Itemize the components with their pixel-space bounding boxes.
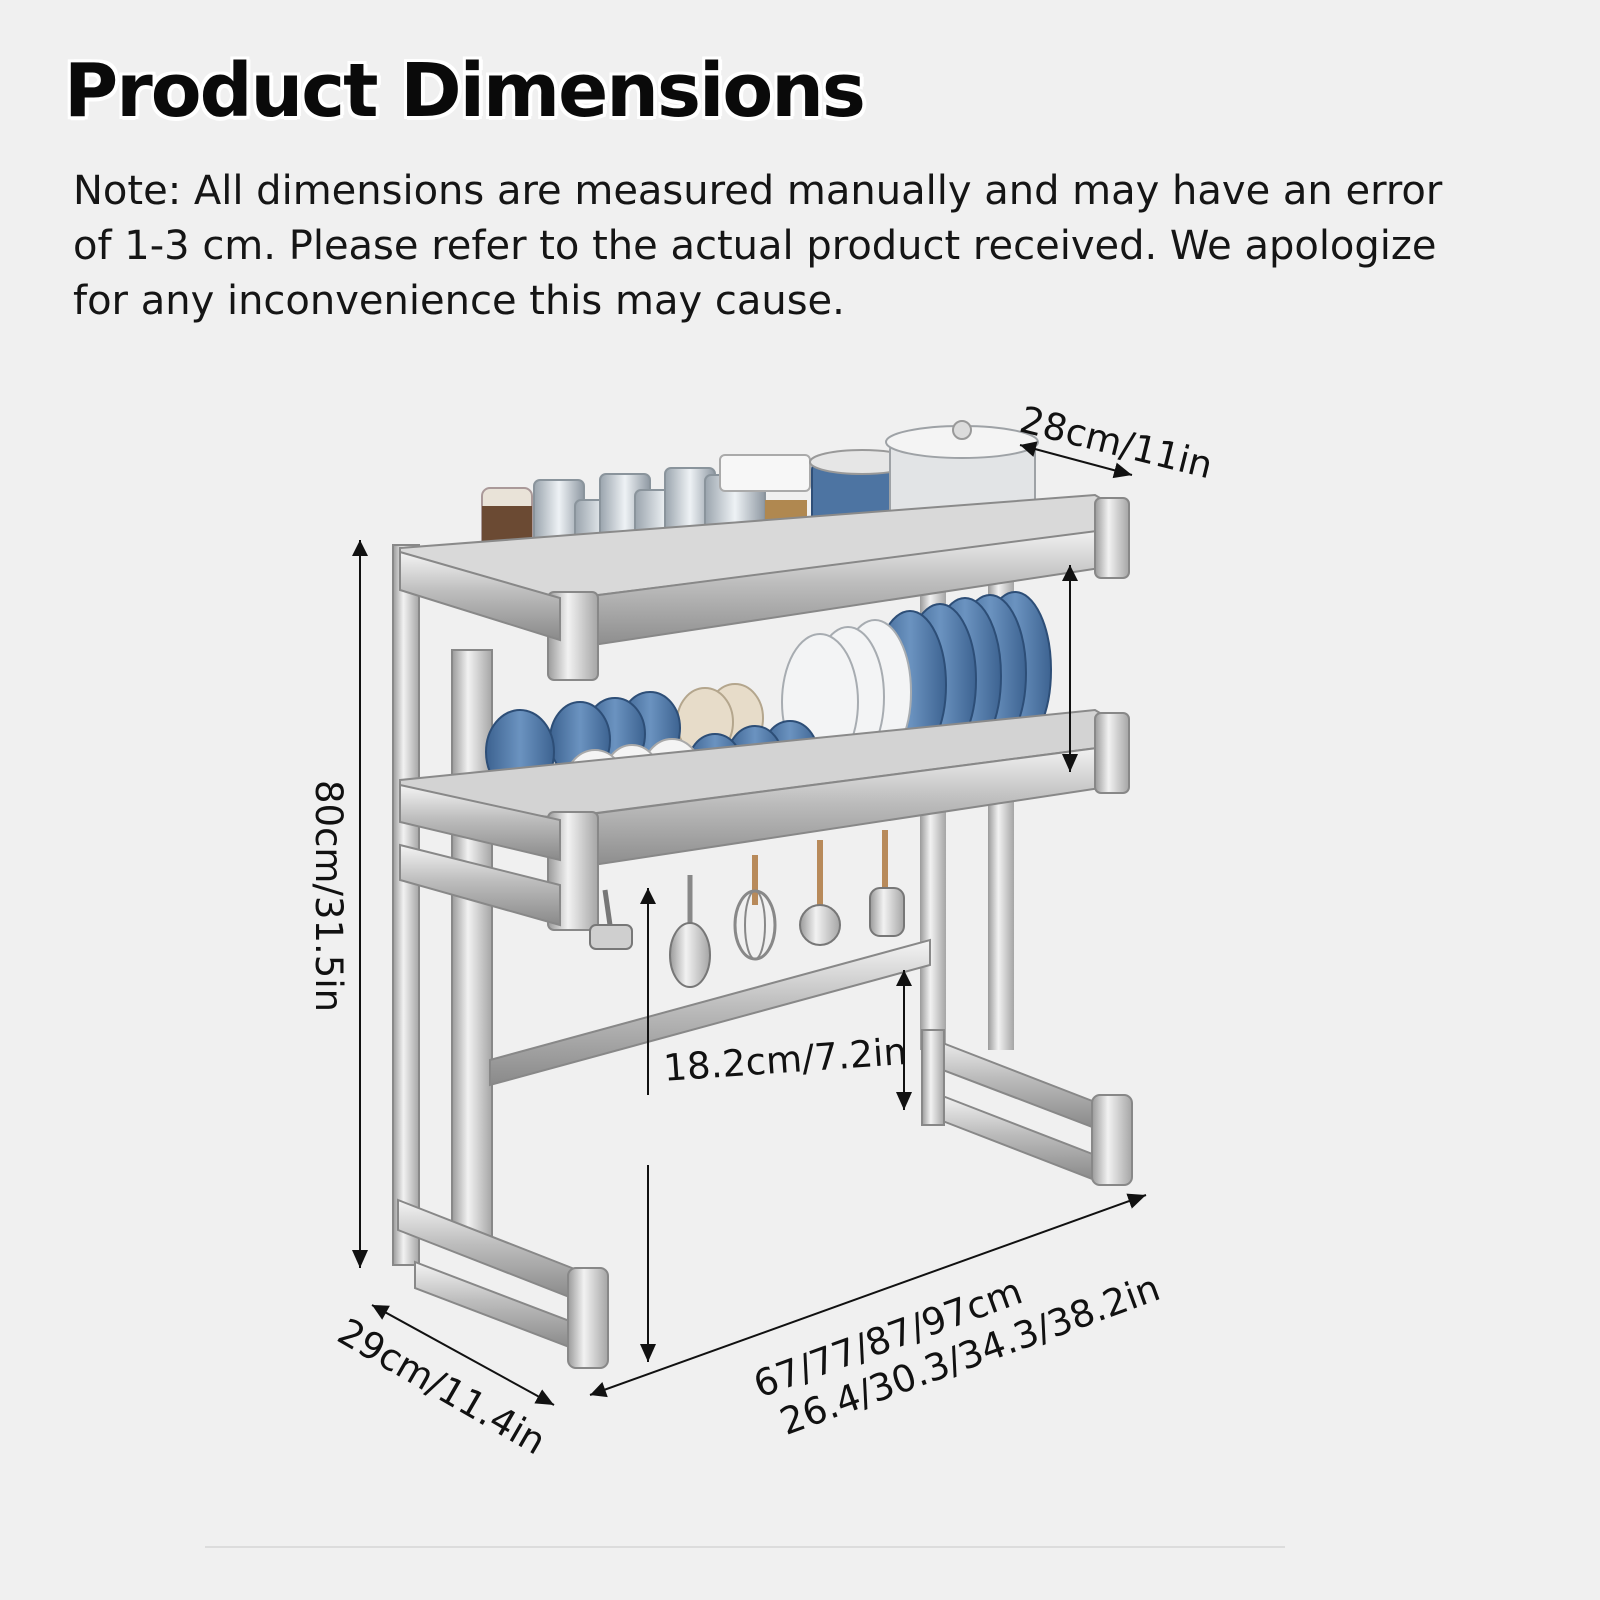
base-frame-right: [921, 1029, 1133, 1186]
page-title: Product Dimensions: [64, 48, 866, 134]
base-depth-line: [371, 1304, 555, 1406]
measurement-note: Note: All dimensions are measured manual…: [73, 168, 1443, 324]
base-frame-left: [397, 1198, 609, 1369]
hanging-utensils: [589, 830, 905, 988]
front-uprights: [392, 544, 493, 1266]
height-label: 80cm/31.5in: [307, 780, 350, 1013]
footer-divider: [205, 1546, 1285, 1548]
top-shelf: [399, 493, 1130, 681]
dimension-lines: [352, 441, 1147, 1406]
cross-bar: [489, 938, 931, 1087]
middle-shelf: [399, 708, 1130, 931]
top-depth-line: [1019, 441, 1133, 479]
width-line: [589, 1193, 1147, 1398]
